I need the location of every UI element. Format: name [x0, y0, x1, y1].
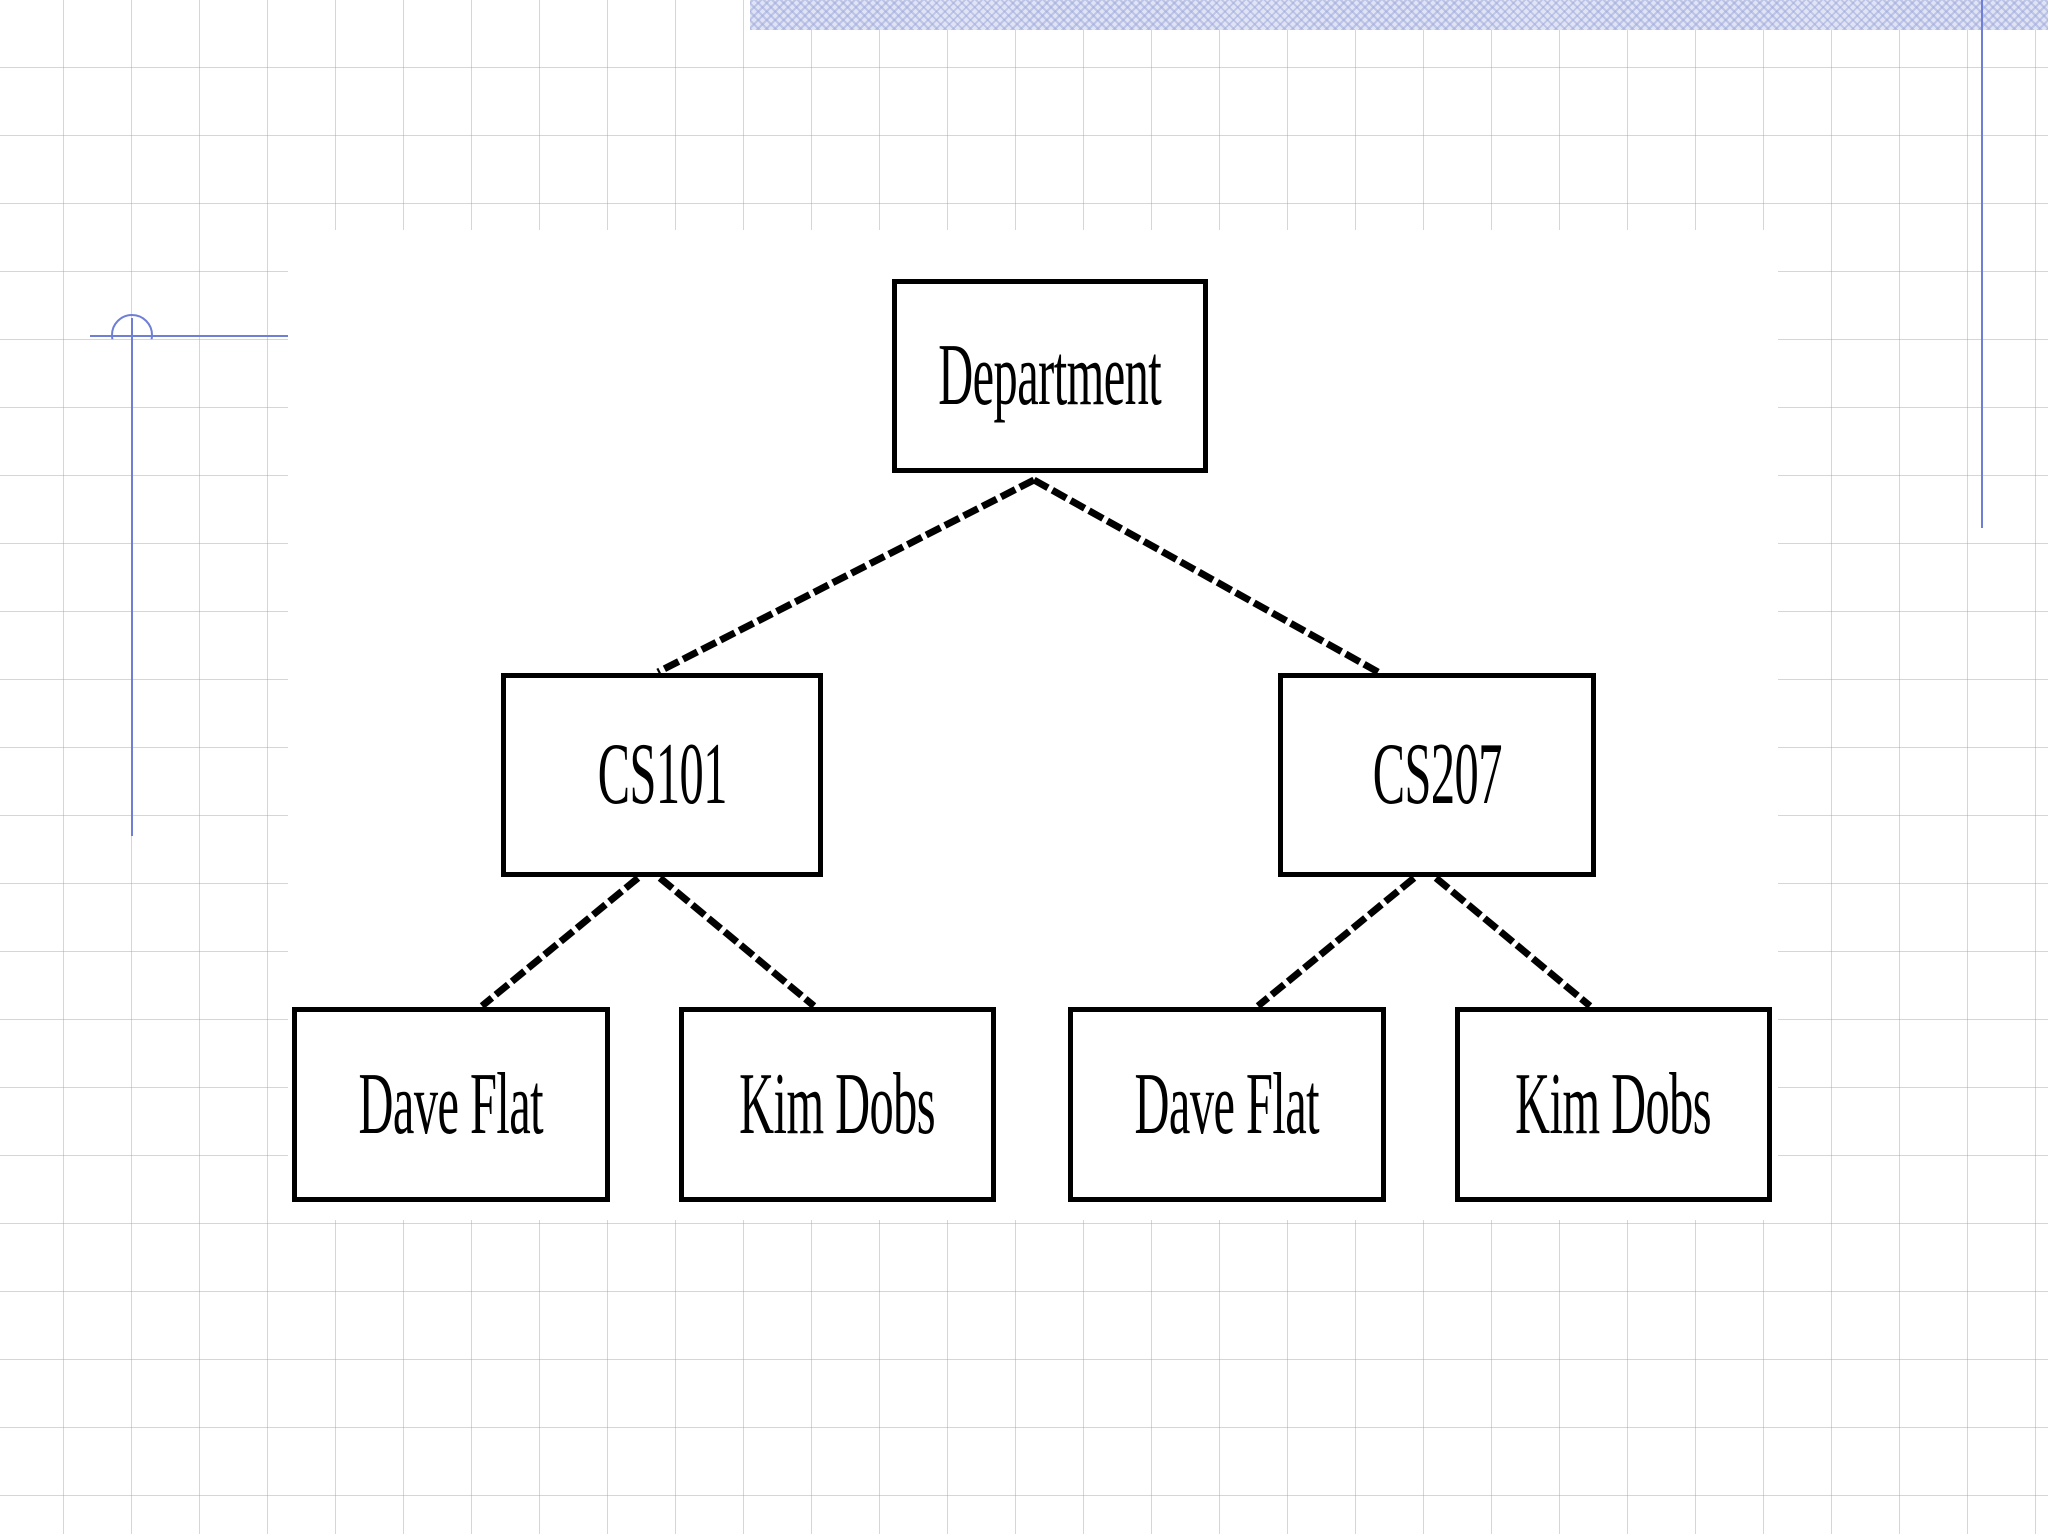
cs207-node: CS207 — [1278, 673, 1596, 877]
edge-cs101-dave-flat — [479, 875, 641, 1009]
cs101-kim-dobs-label: Kim Dobs — [739, 1055, 936, 1153]
cs101-kim-dobs-node: Kim Dobs — [679, 1007, 996, 1202]
cs207-kim-dobs-node: Kim Dobs — [1455, 1007, 1772, 1202]
department-node: Department — [892, 279, 1208, 473]
cs101-dave-flat-label: Dave Flat — [358, 1055, 544, 1153]
left-accent-horizontal-line — [90, 335, 288, 337]
header-decorative-band — [750, 0, 2048, 30]
edge-department-cs207 — [1032, 476, 1380, 676]
edge-cs207-kim-dobs — [1433, 875, 1593, 1009]
cs207-dave-flat-node: Dave Flat — [1068, 1007, 1386, 1202]
cs207-node-label: CS207 — [1372, 726, 1502, 823]
cs101-node: CS101 — [501, 673, 823, 877]
edge-cs101-kim-dobs — [657, 875, 817, 1009]
right-accent-line — [1981, 0, 1983, 528]
cs207-dave-flat-label: Dave Flat — [1134, 1055, 1320, 1153]
edge-department-cs101 — [656, 476, 1036, 676]
left-accent-vertical-line — [131, 318, 133, 836]
edge-cs207-dave-flat — [1255, 875, 1417, 1009]
cs101-node-label: CS101 — [597, 726, 727, 823]
cs207-kim-dobs-label: Kim Dobs — [1515, 1055, 1712, 1153]
cs101-dave-flat-node: Dave Flat — [292, 1007, 610, 1202]
department-node-label: Department — [938, 327, 1163, 424]
